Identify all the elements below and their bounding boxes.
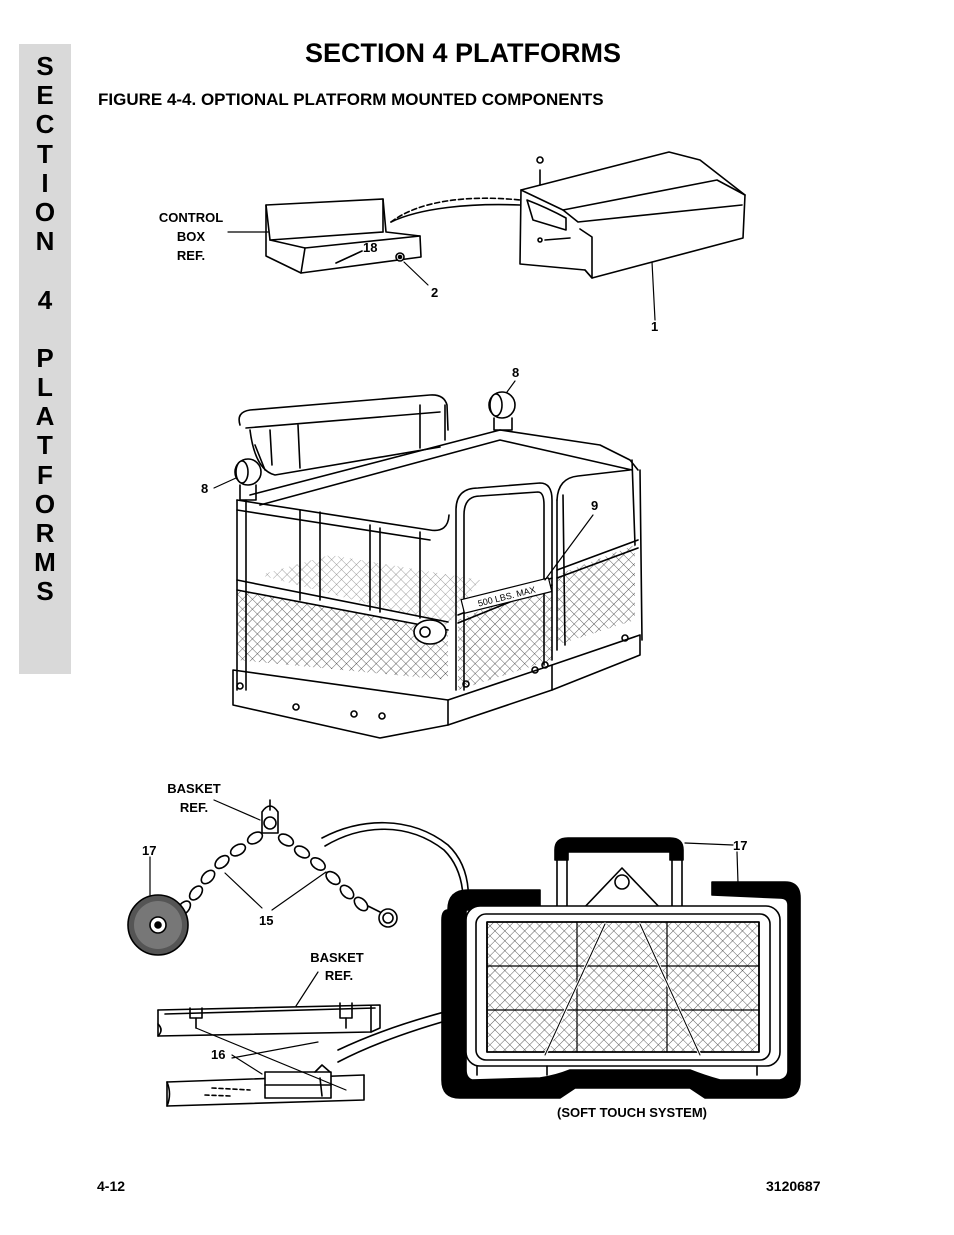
side-tab-letter: N: [35, 226, 55, 257]
side-tab-letter: S: [36, 576, 54, 607]
page-title: SECTION 4 PLATFORMS: [304, 38, 621, 68]
callout-1: 1: [651, 319, 658, 334]
basket-ref-bottom-line2: REF.: [325, 968, 353, 983]
callout-17-right: 17: [733, 838, 747, 853]
callout-16: 16: [211, 1047, 225, 1062]
side-tab-letter: L: [37, 372, 53, 403]
middle-leader-lines: [213, 380, 594, 581]
callout-9: 9: [591, 498, 598, 513]
callout-8-left: 8: [201, 481, 208, 496]
section-side-tab: S E C T I O N 4 P L A T F O R M S: [19, 44, 71, 674]
side-tab-letter: O: [34, 196, 56, 227]
side-tab-letter: F: [37, 459, 53, 490]
soft-touch-leader-lines: [684, 842, 739, 884]
side-tab-letter: O: [34, 488, 56, 519]
callout-2: 2: [431, 285, 438, 300]
side-tab-letter: 4: [37, 284, 53, 315]
control-box-ref-label-line2: BOX: [177, 229, 206, 244]
control-box-drawing: [265, 197, 521, 274]
control-box-ref-label-line1: CONTROL: [159, 210, 223, 225]
side-tab-letters: S E C T I O N 4 P L A T F O R M S: [19, 51, 71, 607]
side-tab-letter: M: [34, 547, 56, 578]
top-leader-lines: [227, 231, 656, 321]
document-number: 3120687: [766, 1178, 821, 1194]
platform-basket-drawing: 500 LBS. MAX: [232, 391, 643, 739]
soft-touch-system-drawing: [441, 837, 801, 1099]
basket-ref-top-line2: REF.: [180, 800, 208, 815]
side-tab-letter: I: [41, 167, 49, 198]
callout-8-top: 8: [512, 365, 519, 380]
side-tab-letter: R: [35, 518, 55, 548]
mounting-detail-drawing: [157, 1002, 381, 1107]
chain-assembly-drawing: [127, 799, 398, 956]
callout-17-left: 17: [142, 843, 156, 858]
basket-ref-bottom-line1: BASKET: [310, 950, 364, 965]
mounting-leader-lines: [231, 971, 319, 1075]
callout-18: 18: [363, 240, 377, 255]
callout-15: 15: [259, 913, 273, 928]
side-tab-letter: P: [36, 342, 54, 373]
side-tab-letter: T: [37, 138, 53, 169]
basket-ref-top-line1: BASKET: [167, 781, 221, 796]
control-box-cover-drawing: [519, 151, 746, 279]
control-box-ref-label-line3: REF.: [177, 248, 205, 263]
soft-touch-system-label: (SOFT TOUCH SYSTEM): [557, 1105, 707, 1120]
side-tab-letter: C: [35, 109, 55, 140]
page-number: 4-12: [97, 1178, 126, 1194]
figure-title: FIGURE 4-4. OPTIONAL PLATFORM MOUNTED CO…: [98, 90, 604, 109]
figure-labels: CONTROL BOX REF. 18 2 1 8 8 9 BASKET REF…: [142, 210, 747, 1120]
chain-leader-lines: [149, 799, 327, 911]
side-tab-letter: E: [36, 80, 54, 111]
side-tab-letter: A: [35, 401, 55, 432]
side-tab-letter: S: [36, 51, 54, 81]
side-tab-letter: T: [37, 430, 53, 461]
